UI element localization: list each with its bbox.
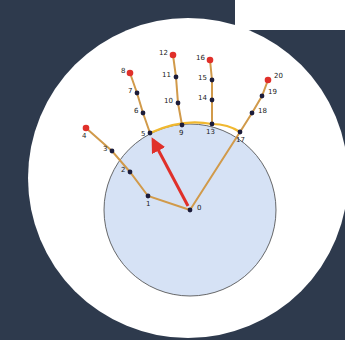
joint-dot xyxy=(210,98,215,103)
landmark-number: 4 xyxy=(82,132,86,140)
joint-dot xyxy=(176,101,181,106)
landmark-number: 13 xyxy=(206,128,215,136)
white-panel xyxy=(235,0,345,30)
landmark-number: 11 xyxy=(162,71,171,79)
landmark-number: 5 xyxy=(141,130,145,138)
landmark-number: 16 xyxy=(196,54,205,62)
landmark-number: 9 xyxy=(179,129,183,137)
joint-dot xyxy=(188,208,193,213)
landmark-number: 0 xyxy=(197,204,201,212)
palm-circle xyxy=(104,124,276,296)
landmark-number: 17 xyxy=(236,136,245,144)
landmark-number: 19 xyxy=(268,88,277,96)
landmark-number: 15 xyxy=(198,74,207,82)
joint-dot xyxy=(260,94,265,99)
landmark-number: 14 xyxy=(198,94,207,102)
joint-dot xyxy=(148,131,153,136)
landmark-number: 8 xyxy=(121,67,125,75)
landmark-number: 18 xyxy=(258,107,267,115)
joint-dot xyxy=(238,130,243,135)
white-disc xyxy=(28,18,345,338)
joint-dot xyxy=(83,125,90,132)
joint-dot xyxy=(127,70,134,77)
knuckle-arc xyxy=(150,122,240,133)
joint-dot xyxy=(141,111,146,116)
joint-dot xyxy=(174,75,179,80)
joint-dot xyxy=(128,170,133,175)
joint-dot xyxy=(207,57,214,64)
landmark-number: 10 xyxy=(164,97,173,105)
joint-dot xyxy=(265,77,272,84)
landmark-number: 3 xyxy=(103,145,107,153)
joint-dot xyxy=(210,122,215,127)
landmark-number: 12 xyxy=(159,49,168,57)
landmark-number: 1 xyxy=(146,200,150,208)
landmark-number: 2 xyxy=(121,166,125,174)
joint-dot xyxy=(170,52,177,59)
landmark-number: 20 xyxy=(274,72,283,80)
landmark-number: 7 xyxy=(128,87,132,95)
joint-dot xyxy=(210,78,215,83)
joint-dot xyxy=(250,111,255,116)
joints xyxy=(83,52,272,213)
joint-dot xyxy=(135,91,140,96)
joint-dot xyxy=(146,194,151,199)
joint-dot xyxy=(110,149,115,154)
red-arrow xyxy=(153,140,188,206)
bones xyxy=(86,55,268,210)
landmark-number: 6 xyxy=(134,107,138,115)
joint-dot xyxy=(180,123,185,128)
